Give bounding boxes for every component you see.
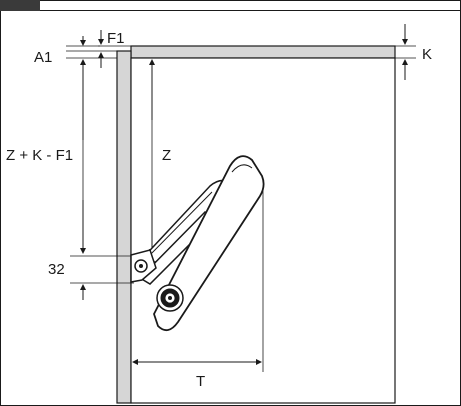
hinge-upper-arm-inner bbox=[146, 191, 213, 259]
cabinet-side-panel bbox=[116, 50, 132, 404]
label-32: 32 bbox=[48, 261, 65, 278]
hinge-body-edge bbox=[231, 164, 253, 173]
label-z-k-f1: Z + K - F1 bbox=[6, 147, 73, 164]
hinge-main-body bbox=[153, 155, 265, 332]
corner-tab bbox=[0, 0, 40, 11]
label-a1: A1 bbox=[34, 49, 52, 66]
label-z: Z bbox=[162, 147, 171, 164]
label-t: T bbox=[196, 373, 205, 390]
adjustment-wheel-dot bbox=[168, 296, 172, 300]
cabinet-top-panel bbox=[130, 45, 396, 59]
label-k: K bbox=[422, 46, 432, 63]
label-f1: F1 bbox=[107, 30, 125, 47]
hinge-pivot-dot bbox=[139, 264, 143, 268]
